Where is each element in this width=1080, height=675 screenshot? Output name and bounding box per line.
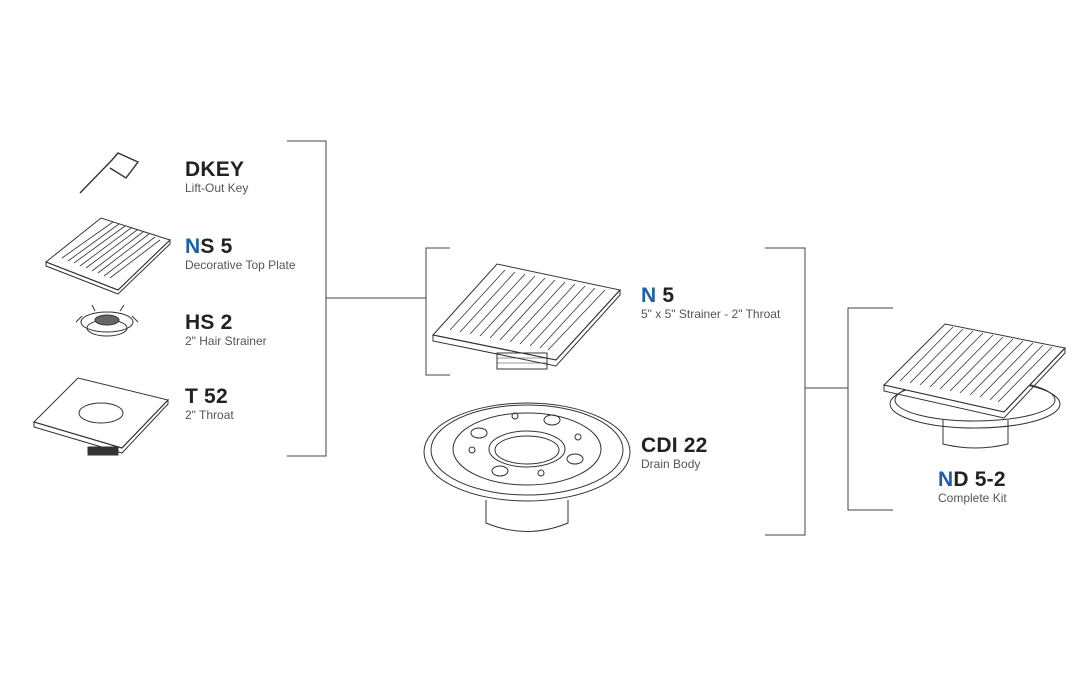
part-description: Lift-Out Key bbox=[185, 181, 249, 195]
code-text: CDI 22 bbox=[641, 434, 708, 457]
part-hs2: HS 2 2" Hair Strainer bbox=[185, 312, 267, 349]
code-text: T 52 bbox=[185, 385, 228, 408]
code-text: DKEY bbox=[185, 158, 245, 181]
part-description: 2" Throat bbox=[185, 408, 234, 422]
part-description: Decorative Top Plate bbox=[185, 258, 296, 272]
part-t52: T 52 2" Throat bbox=[185, 386, 234, 423]
part-description: 2" Hair Strainer bbox=[185, 334, 267, 348]
code-text: 5 bbox=[656, 284, 675, 307]
code-highlight: N bbox=[938, 468, 954, 491]
strainer-icon bbox=[432, 263, 621, 370]
code-highlight: N bbox=[641, 284, 657, 307]
bracket-strainer bbox=[425, 247, 450, 376]
part-ns5: NS 5 Decorative Top Plate bbox=[185, 236, 296, 273]
part-code: CDI 22 bbox=[641, 435, 708, 457]
part-code: NS 5 bbox=[185, 236, 296, 258]
hair-strainer-icon bbox=[75, 304, 139, 337]
part-description: 5" x 5" Strainer - 2" Throat bbox=[641, 307, 781, 321]
lift-out-key-icon bbox=[79, 152, 140, 194]
assembly-cdi22: CDI 22 Drain Body bbox=[641, 435, 708, 472]
assembly-n5: N 5 5" x 5" Strainer - 2" Throat bbox=[641, 285, 781, 322]
bracket-kit bbox=[847, 307, 893, 511]
part-code: T 52 bbox=[185, 386, 234, 408]
drain-body-icon bbox=[423, 402, 631, 532]
throat-icon bbox=[33, 377, 169, 456]
bracket-assemblies bbox=[765, 247, 848, 536]
kit-nd5-2: ND 5-2 Complete Kit bbox=[938, 469, 1007, 506]
code-text: S 5 bbox=[200, 235, 233, 258]
part-code: HS 2 bbox=[185, 312, 267, 334]
code-text: D 5-2 bbox=[953, 468, 1006, 491]
part-dkey: DKEY Lift-Out Key bbox=[185, 159, 249, 196]
code-highlight: N bbox=[185, 235, 201, 258]
part-description: Drain Body bbox=[641, 457, 701, 471]
top-plate-icon bbox=[45, 217, 171, 295]
bracket-parts bbox=[287, 140, 426, 457]
part-code: N 5 bbox=[641, 285, 780, 307]
complete-kit-icon bbox=[883, 323, 1066, 449]
part-code: DKEY bbox=[185, 159, 248, 181]
code-text: HS 2 bbox=[185, 311, 233, 334]
part-description: Complete Kit bbox=[938, 491, 1007, 505]
part-code: ND 5-2 bbox=[938, 469, 1007, 491]
